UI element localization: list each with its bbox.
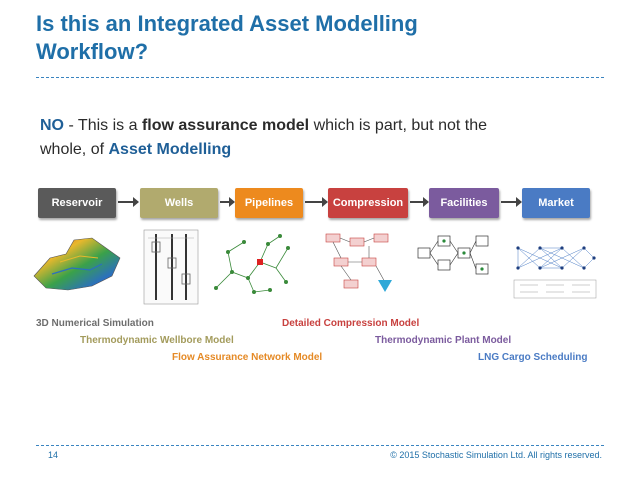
copyright-notice: © 2015 Stochastic Simulation Ltd. All ri… — [390, 450, 602, 460]
subtitle-text-3: whole, of — [40, 141, 109, 158]
stage-market: Market — [522, 188, 590, 218]
subtitle-text-2: which is part, but not the — [309, 117, 487, 134]
stage-reservoir: Reservoir — [38, 188, 116, 218]
subtitle-text-1: - This is a — [64, 117, 142, 134]
wellbore-schematic-image — [143, 229, 199, 305]
title-line-1: Is this an Integrated Asset Modelling — [36, 11, 418, 36]
arrow-3 — [305, 197, 328, 207]
title-divider — [36, 77, 604, 78]
model-label-lng: LNG Cargo Scheduling — [478, 352, 588, 363]
model-thumbnails — [30, 228, 600, 313]
arrow-4 — [410, 197, 429, 207]
page-number: 14 — [48, 450, 59, 460]
workflow-stages: Reservoir Wells Pipelines Compression Fa… — [38, 188, 590, 222]
arrow-5 — [501, 197, 522, 207]
arrow-1 — [118, 197, 139, 207]
model-label-plant: Thermodynamic Plant Model — [375, 335, 512, 346]
footer-divider — [36, 445, 604, 446]
plant-model-image — [417, 235, 489, 275]
reservoir-surface-image — [33, 237, 121, 291]
lng-scheduling-image — [513, 246, 597, 299]
model-label-wellbore: Thermodynamic Wellbore Model — [80, 335, 234, 346]
arrow-2 — [220, 197, 235, 207]
compression-model-image — [325, 233, 392, 292]
model-label-flow-assurance: Flow Assurance Network Model — [172, 352, 323, 363]
model-label-3d-simulation: 3D Numerical Simulation — [36, 318, 154, 329]
stage-wells: Wells — [140, 188, 218, 218]
stage-compression: Compression — [328, 188, 408, 218]
stage-pipelines: Pipelines — [235, 188, 303, 218]
model-label-compression: Detailed Compression Model — [282, 318, 420, 329]
slide-subtitle: NO - This is a flow assurance model whic… — [40, 114, 600, 162]
answer-no: NO — [40, 117, 64, 134]
slide-title: Is this an Integrated Asset Modelling Wo… — [36, 10, 596, 66]
pipeline-network-image — [214, 234, 290, 294]
subtitle-emphasis-1: flow assurance model — [141, 117, 310, 134]
stage-facilities: Facilities — [429, 188, 499, 218]
title-line-2: Workflow? — [36, 39, 149, 64]
subtitle-emphasis-2: Asset Modelling — [108, 141, 232, 158]
